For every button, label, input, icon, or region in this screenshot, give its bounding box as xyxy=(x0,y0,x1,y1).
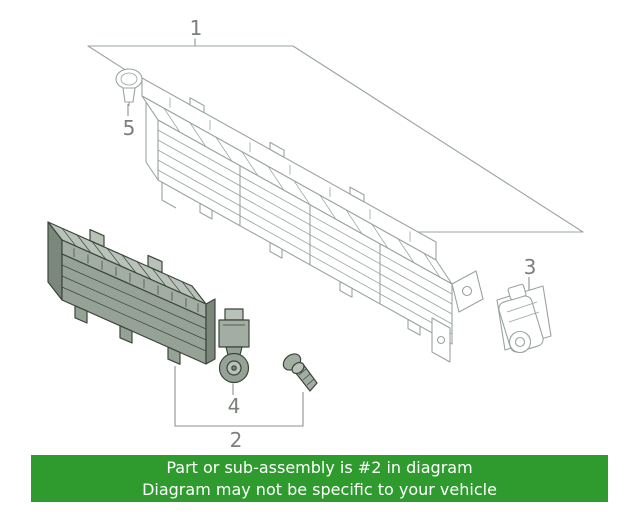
banner-line-1: Part or sub-assembly is #2 in diagram xyxy=(166,457,473,477)
part-3-actuator xyxy=(496,283,552,354)
footer-banner: Part or sub-assembly is #2 in diagram Di… xyxy=(31,455,608,502)
callout-2: 2 xyxy=(229,428,243,452)
part-5-bolt xyxy=(115,68,143,106)
leader-lines xyxy=(127,38,530,427)
callout-5: 5 xyxy=(122,116,136,140)
callout-1: 1 xyxy=(189,16,203,40)
banner-line-2: Diagram may not be specific to your vehi… xyxy=(142,479,497,499)
callout-4: 4 xyxy=(227,394,241,418)
callout-3: 3 xyxy=(523,255,537,279)
screw xyxy=(282,353,318,392)
part-1-assembly xyxy=(141,77,484,363)
part-2-shutter-highlighted xyxy=(47,221,216,365)
part-4-actuator-highlighted xyxy=(218,308,250,384)
